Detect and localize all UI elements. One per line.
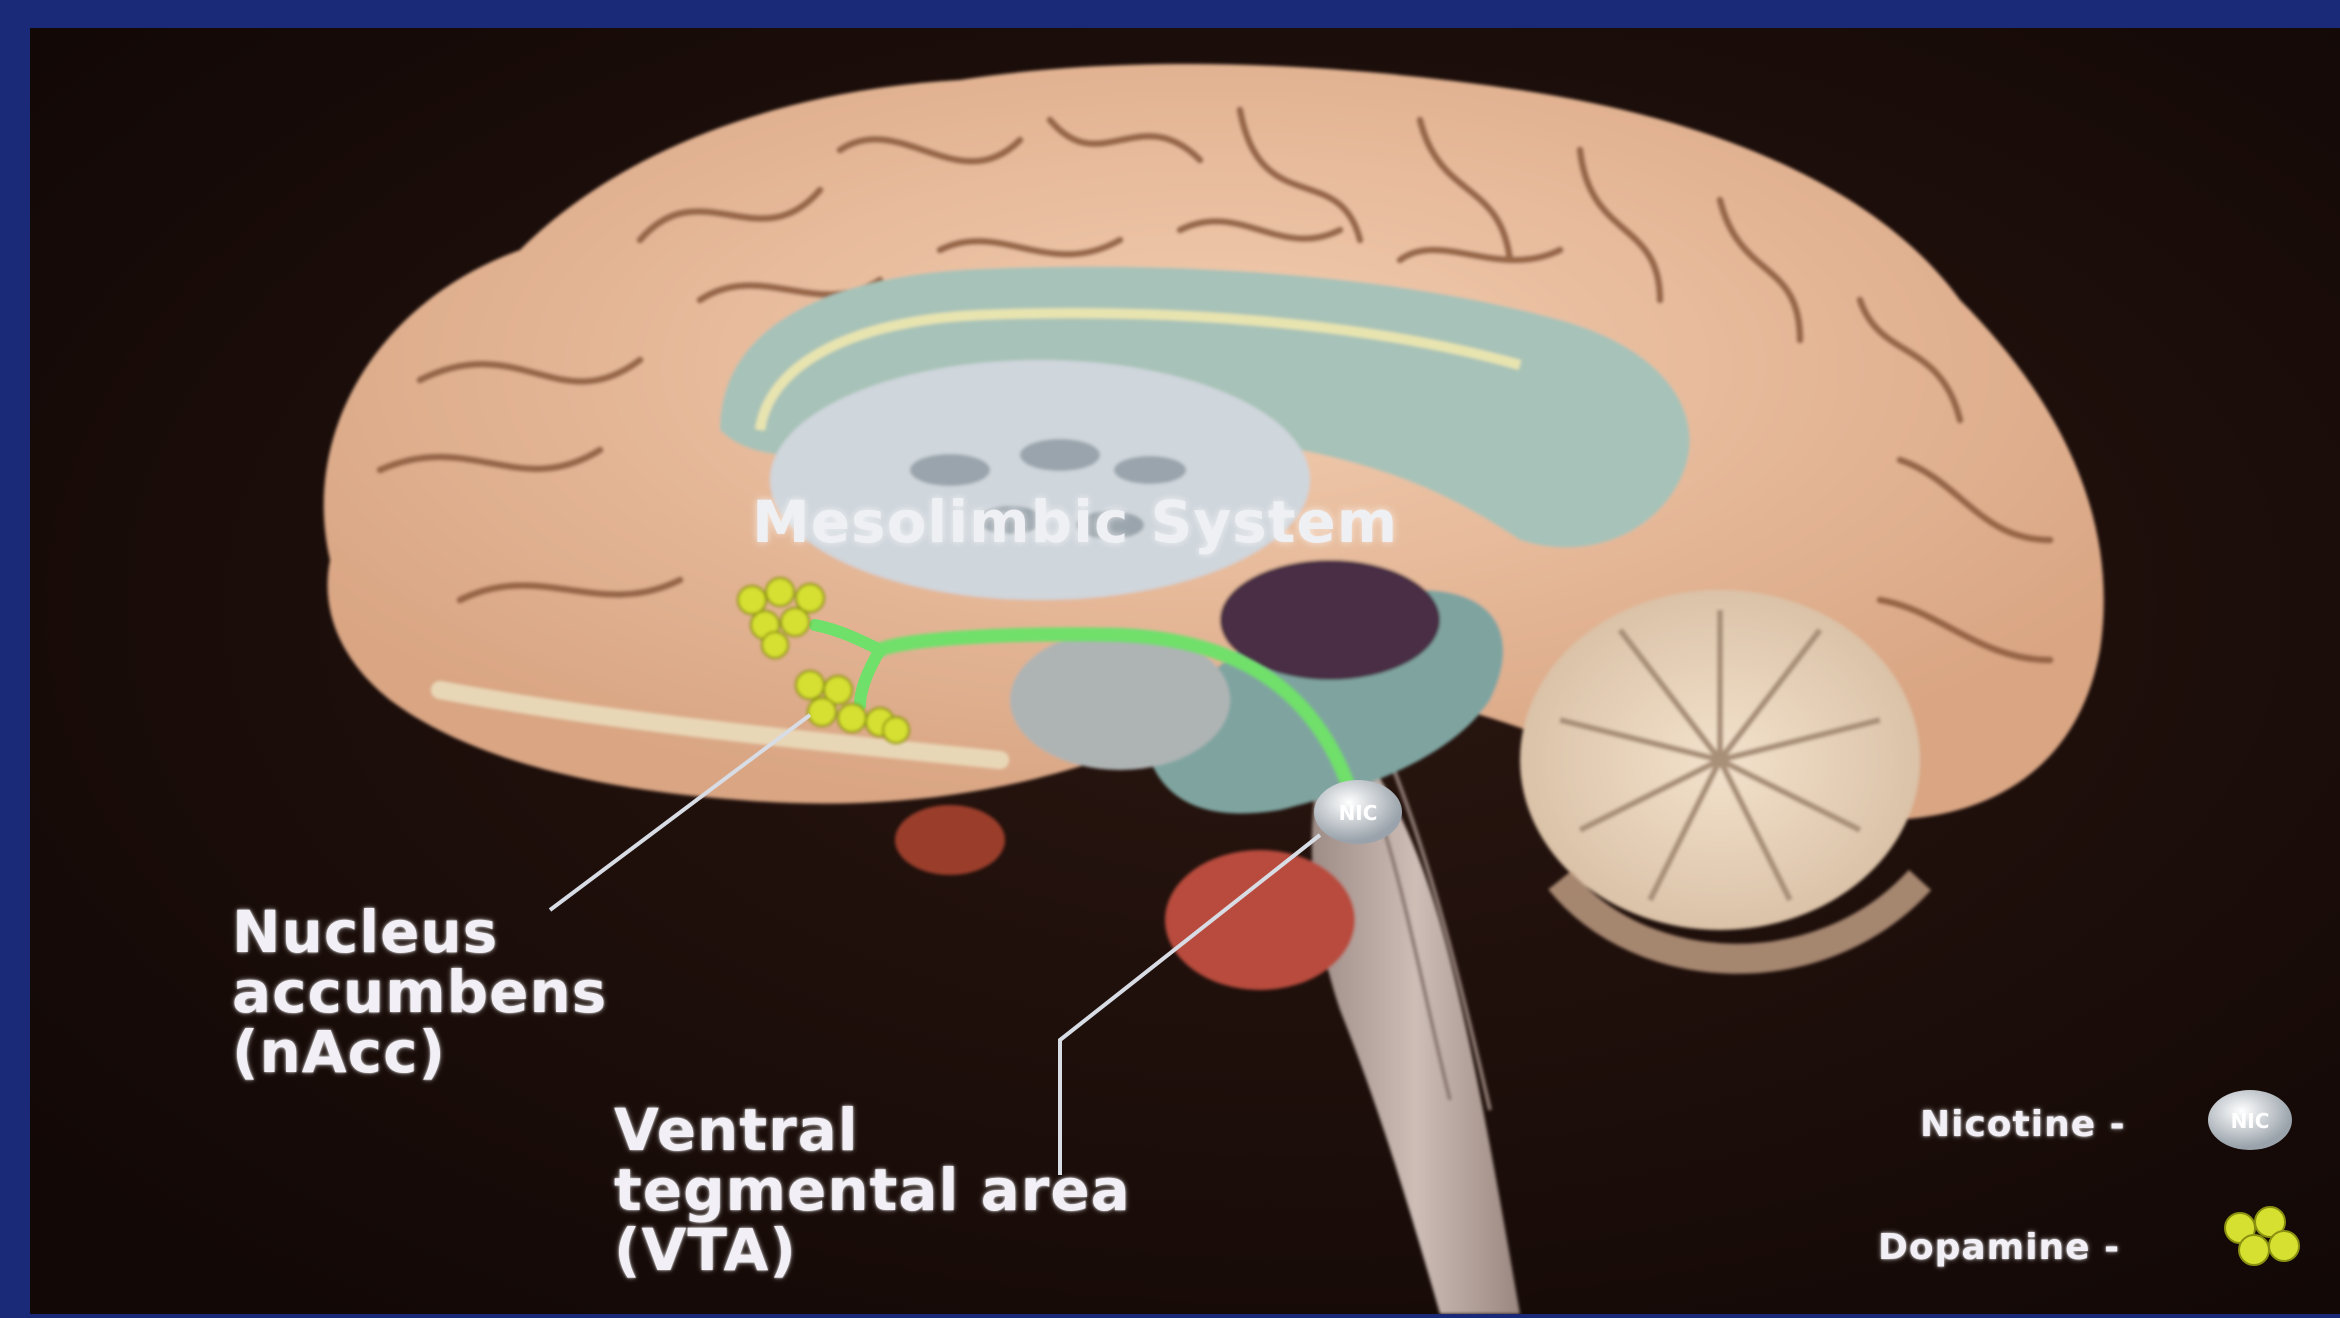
legend-nicotine-marker-label: NIC bbox=[2231, 1109, 2270, 1133]
label-nacc-line3: (nAcc) bbox=[232, 1022, 446, 1082]
thalamus bbox=[770, 360, 1310, 600]
label-vta-line2: tegmental area bbox=[614, 1160, 1131, 1220]
legend-nicotine-label: Nicotine - bbox=[1920, 1105, 2126, 1145]
label-nacc-line1: Nucleus bbox=[232, 902, 498, 962]
label-vta-line1: Ventral bbox=[614, 1100, 859, 1160]
legend-dopamine-label: Dopamine - bbox=[1878, 1228, 2120, 1268]
label-vta-line3: (VTA) bbox=[614, 1220, 797, 1280]
midbrain-region bbox=[1165, 850, 1355, 990]
diagram-title: Mesolimbic System bbox=[752, 492, 1398, 552]
nicotine-marker-label: NIC bbox=[1339, 801, 1378, 825]
label-nacc-line2: accumbens bbox=[232, 962, 607, 1022]
